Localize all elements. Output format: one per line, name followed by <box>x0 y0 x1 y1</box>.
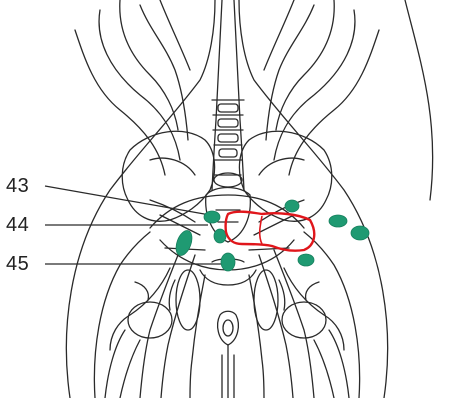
label-45: 45 <box>6 254 29 274</box>
highlighted-region-outline <box>226 212 315 251</box>
label-43: 43 <box>6 176 29 196</box>
node-left-mid <box>214 229 226 243</box>
leader-line-43 <box>45 186 210 215</box>
node-right-upper <box>285 200 299 212</box>
node-right-lateral-1 <box>329 215 347 227</box>
node-right-lateral-2 <box>351 226 369 240</box>
node-right-lower <box>298 254 314 266</box>
node-left-lower <box>221 253 235 271</box>
node-left-lateral <box>173 228 195 257</box>
label-44: 44 <box>6 215 29 235</box>
highlighted-region-divider <box>260 216 262 244</box>
node-left-upper <box>204 211 220 223</box>
lymph-nodes <box>173 200 369 271</box>
